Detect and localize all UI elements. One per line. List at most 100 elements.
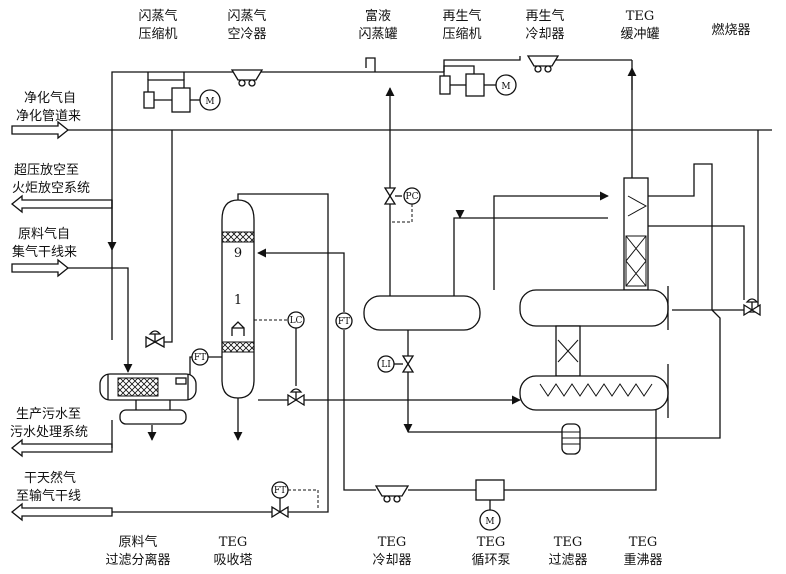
raw-gas-filter-separator — [99, 373, 197, 425]
air-cooler-fan-2 — [248, 79, 256, 87]
teg-cooler — [374, 485, 410, 503]
pc-signal — [392, 204, 413, 223]
regen-gas-cooler — [526, 55, 560, 73]
label-regen-gas-cooler-2: 冷却器 — [525, 27, 564, 42]
line-flash-tank-top-hook — [365, 57, 376, 72]
instrument-ft-feed — [191, 348, 209, 366]
regen-cooler-fan-2 — [544, 65, 552, 73]
valve-lc-rich-teg — [287, 388, 305, 407]
regen-compressor-small — [439, 75, 451, 95]
valve-flash-tank-liquid — [394, 355, 415, 373]
instrument-lc-label: LC — [290, 316, 303, 326]
instrument-li-label: LI — [381, 360, 391, 370]
instruments: PC LC LI FT FT FT — [191, 187, 421, 508]
line-right-loop-1 — [648, 163, 713, 310]
instrument-ft-feed-label: FT — [194, 353, 206, 363]
label-regen-gas-compressor-1: 再生气 — [442, 8, 481, 24]
label-burner: 燃烧器 — [711, 22, 750, 38]
still-packing-x — [625, 235, 647, 287]
instrument-pc-label: PC — [406, 192, 419, 202]
label-teg-buffer-tank-2: 缓冲罐 — [620, 27, 659, 42]
valve-flash-tank-gas — [383, 187, 402, 205]
line-lean-teg-in — [257, 248, 345, 312]
label-teg-reboiler-1: TEG — [629, 535, 658, 550]
valves — [145, 187, 761, 519]
outlet-arrow-dry-gas — [10, 502, 113, 522]
teg-cooler-body — [374, 485, 410, 497]
motor-pump-label: M — [485, 517, 494, 527]
line-lean-teg-up — [343, 330, 376, 491]
valve-fuel-burner — [743, 298, 761, 317]
separator-element — [117, 377, 159, 397]
absorber-packing-bottom — [221, 341, 255, 353]
absorber-chimney — [231, 321, 245, 336]
teg-filter — [561, 423, 581, 455]
inlet-arrow-purified-gas — [11, 120, 70, 140]
line-right-loop-2 — [648, 225, 745, 300]
outlet-arrow-sewage — [10, 438, 113, 458]
flash-gas-compressor: M — [143, 87, 221, 113]
label-rich-liquid-flash-tank-1: 富液 — [365, 8, 391, 24]
label-flash-gas-compressor-2: 压缩机 — [138, 26, 177, 42]
line-dry-gas-out — [112, 193, 329, 513]
instrument-ft-dry-label: FT — [274, 486, 286, 496]
outlet-arrow-overpressure-vent — [10, 194, 113, 214]
inlet-arrow-raw-gas — [11, 258, 70, 278]
valve-separator-inlet — [145, 330, 165, 349]
label-teg-absorber-1: TEG — [219, 535, 248, 550]
separator-sump — [119, 409, 187, 425]
label-teg-circulation-pump-2: 循环泵 — [471, 553, 510, 568]
line-rich-to-column — [453, 217, 608, 298]
absorber-packing-top — [221, 231, 255, 243]
reboiler-fire-tube — [539, 383, 653, 397]
absorber-tray-1: 1 — [234, 293, 242, 308]
teg-cooler-fan-2 — [393, 495, 401, 503]
left-labels: 净化气自 净化管道来 超压放空至 火炬放空系统 原料气自 集气干线来 生产污水至… — [10, 90, 90, 504]
label-flash-gas-compressor-1: 闪蒸气 — [138, 8, 177, 24]
instrument-ft-return-label: FT — [338, 317, 350, 327]
teg-circulation-pump: M — [475, 479, 505, 531]
top-labels: 闪蒸气 压缩机 闪蒸气 空冷器 富液 闪蒸罐 再生气 压缩机 再生气 冷却器 T… — [138, 8, 750, 42]
pump-body — [475, 479, 505, 501]
motor-flash — [199, 89, 221, 111]
process-lines — [68, 56, 772, 513]
regen-compressor-tie — [443, 65, 475, 76]
label-teg-cooler-1: TEG — [378, 535, 407, 550]
label-teg-filter-1: TEG — [554, 535, 583, 550]
regen-compressor-body — [465, 73, 485, 97]
label-overpressure-vent-2: 火炬放空系统 — [12, 181, 90, 196]
label-teg-buffer-tank-1: TEG — [626, 9, 655, 24]
label-rich-liquid-flash-tank-2: 闪蒸罐 — [358, 27, 397, 42]
rich-liquid-flash-tank — [363, 295, 481, 331]
label-teg-absorber-2: 吸收塔 — [213, 553, 252, 568]
teg-filter-body — [561, 423, 581, 455]
compressor-body-small — [143, 91, 155, 109]
label-teg-filter-2: 过滤器 — [548, 553, 587, 568]
ft-dry-signal — [288, 489, 319, 508]
label-dry-gas-2: 至输气干线 — [16, 488, 81, 504]
label-teg-cooler-2: 冷却器 — [372, 553, 411, 568]
label-sewage-1: 生产污水至 — [16, 407, 81, 422]
bottom-labels: 原料气 过滤分离器 TEG 吸收塔 TEG 冷却器 TEG 循环泵 TEG 过滤… — [105, 534, 662, 568]
separator-nozzle — [175, 377, 187, 385]
regen-cooler-fan-1 — [534, 65, 542, 73]
still-packing — [625, 235, 647, 287]
motor-regen-label: M — [501, 82, 510, 92]
label-teg-reboiler-2: 重沸器 — [623, 552, 662, 568]
label-raw-gas-filter-separator-1: 原料气 — [118, 534, 157, 550]
valve-dry-gas — [271, 502, 289, 519]
flash-tank-body — [363, 295, 481, 331]
instrument-li — [377, 355, 395, 373]
label-raw-gas-1: 原料气自 — [18, 226, 70, 242]
line-separator-right — [164, 130, 173, 343]
label-overpressure-vent-1: 超压放空至 — [14, 163, 79, 178]
line-column-feed — [493, 191, 609, 290]
label-regen-gas-compressor-2: 压缩机 — [442, 26, 481, 42]
regen-gas-compressor: M — [439, 65, 517, 97]
motor-flash-label: M — [205, 97, 214, 107]
motor-pump — [479, 509, 501, 531]
instrument-ft-return — [335, 312, 353, 330]
flash-gas-air-cooler — [230, 69, 264, 87]
line-right-loop-4 — [580, 309, 721, 439]
line-flash-compressor-stubs — [147, 79, 185, 101]
